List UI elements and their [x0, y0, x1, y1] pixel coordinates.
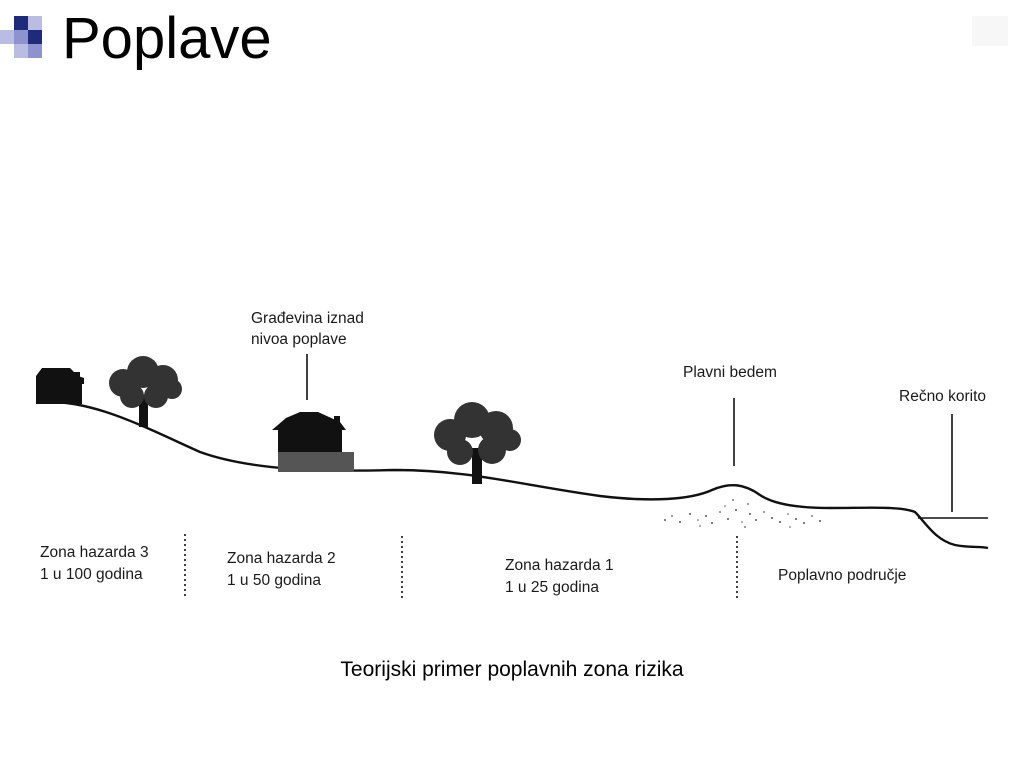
house-icon: [272, 412, 354, 472]
page-title: Poplave: [62, 6, 272, 71]
zone1-label-line2: 1 u 25 godina: [505, 579, 599, 596]
levee-label: Plavni bedem: [683, 364, 777, 381]
riverbed-label: Rečno korito: [899, 388, 986, 405]
levee-sediment: [664, 499, 821, 528]
zone3-label-line2: 1 u 100 godina: [40, 566, 143, 583]
flood-zone-diagram: Građevina iznad nivoa poplave Plavni bed…: [35, 310, 989, 598]
zone3-label-line1: Zona hazarda 3: [40, 544, 149, 561]
house-icon: [36, 368, 84, 404]
figure-caption: Teorijski primer poplavnih zona rizika: [340, 658, 684, 681]
zone2-label-line2: 1 u 50 godina: [227, 572, 321, 589]
tree-icon: [109, 356, 182, 427]
slide-logo-icon: [0, 12, 60, 62]
building-label-line2: nivoa poplave: [251, 331, 347, 348]
zone1-label-line1: Zona hazarda 1: [505, 557, 614, 574]
tree-icon: [434, 402, 521, 484]
zone2-label-line1: Zona hazarda 2: [227, 550, 336, 567]
floodplain-label: Poplavno područje: [778, 567, 906, 584]
terrain-line: [35, 400, 989, 550]
building-label-line1: Građevina iznad: [251, 310, 364, 327]
placeholder-box: [972, 16, 1008, 46]
